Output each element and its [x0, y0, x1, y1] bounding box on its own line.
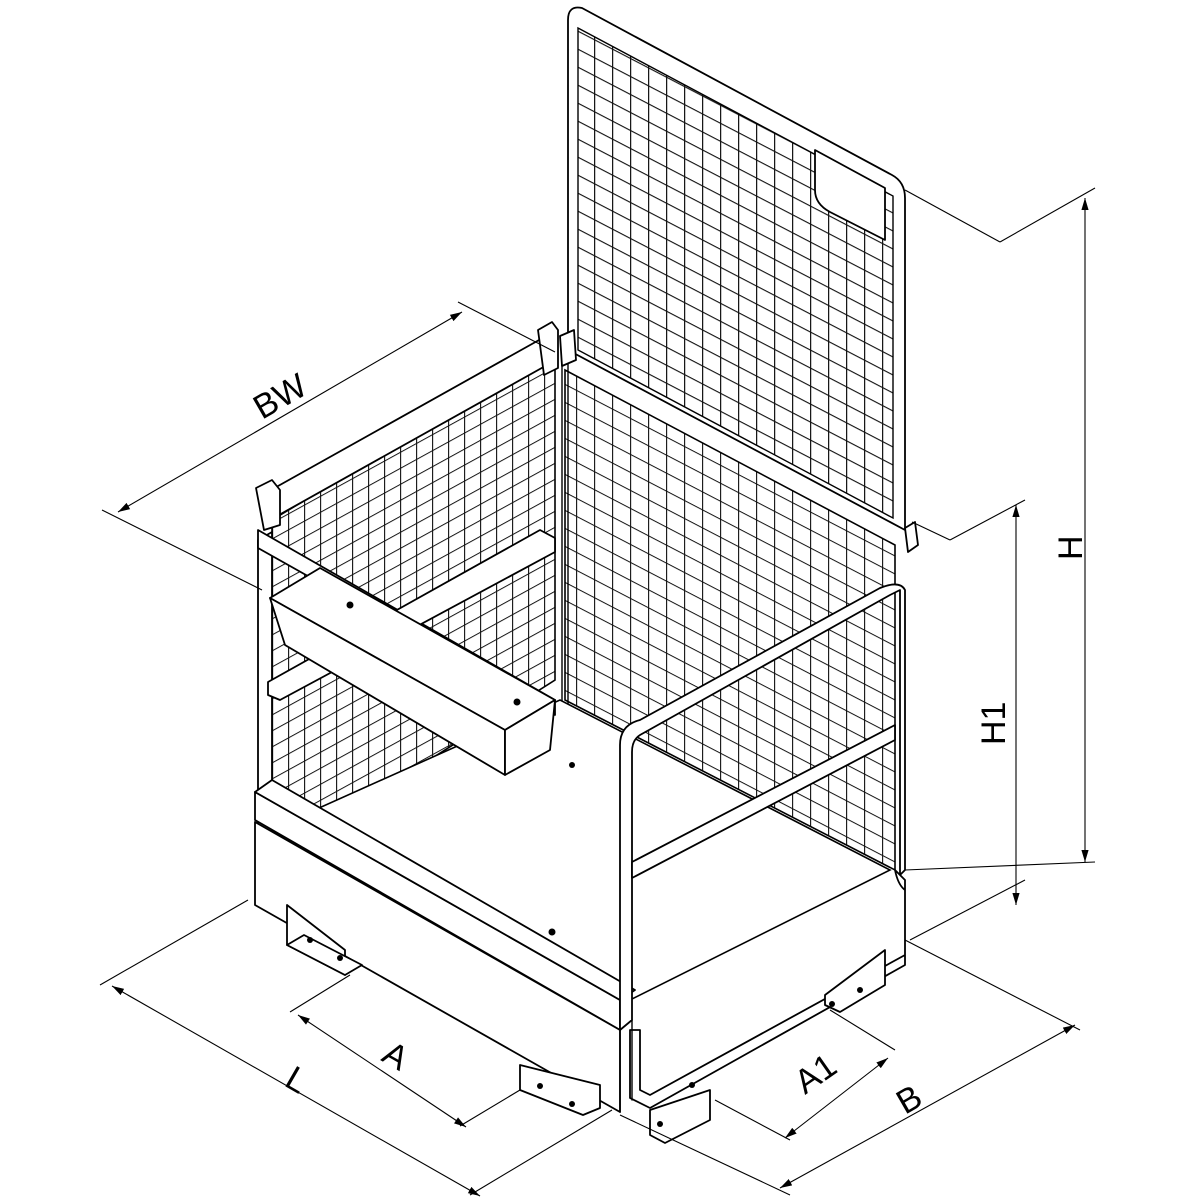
top-mesh-panel	[567, 6, 906, 531]
label-a: A	[376, 1034, 415, 1078]
label-h1: H1	[975, 702, 1013, 745]
label-bw: BW	[247, 367, 313, 427]
dimension-a	[289, 974, 521, 1128]
tool-tray	[269, 567, 556, 776]
label-a1: A1	[788, 1047, 844, 1102]
dimension-l	[99, 899, 613, 1197]
dimension-h1	[909, 499, 1026, 941]
label-b: B	[890, 1078, 929, 1122]
handle-cutout	[814, 149, 886, 241]
dimension-bw	[101, 301, 556, 591]
dimension-h	[904, 187, 1096, 871]
fork-pockets	[286, 904, 886, 1144]
label-h: H	[1052, 535, 1090, 560]
label-l: L	[279, 1059, 314, 1101]
dimension-b	[619, 939, 1081, 1196]
